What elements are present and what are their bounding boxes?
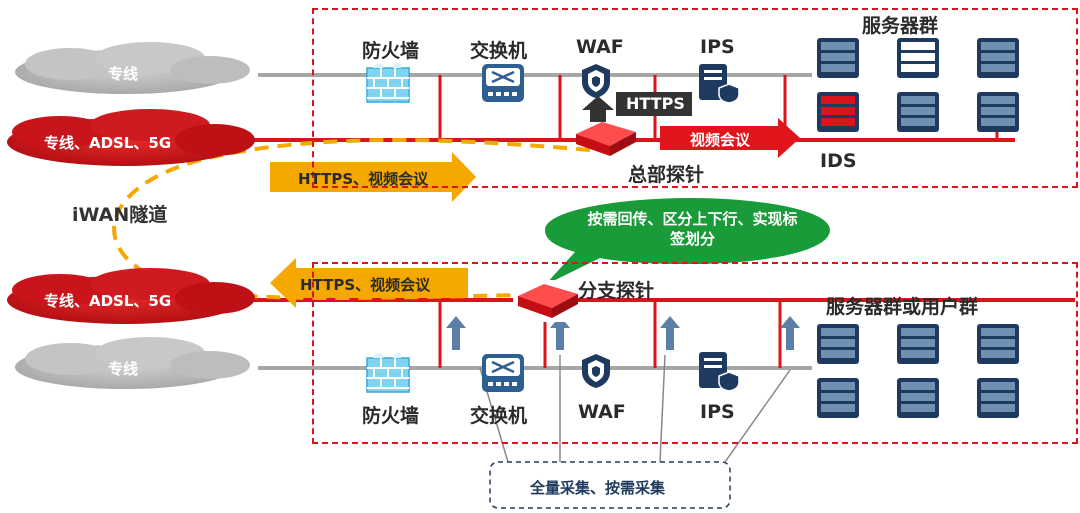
hq-ips-icon <box>699 64 740 104</box>
hq-server-group-label: 服务器群 <box>862 15 939 37</box>
hq-switch-icon <box>482 64 524 102</box>
video-arrow <box>660 118 800 158</box>
branch-red-cloud-label: 专线、ADSL、5G <box>44 292 172 310</box>
branch-waf-icon <box>582 354 610 388</box>
hq-gray-cloud-label: 专线 <box>108 65 139 83</box>
hq-gray-cloud <box>15 42 250 94</box>
hq-red-cloud <box>7 109 255 166</box>
ids-label: IDS <box>820 150 857 172</box>
hq-waf-icon <box>582 64 610 98</box>
hq-server-group-icon <box>817 38 1019 132</box>
callout-bubble <box>545 198 830 285</box>
arrow-left-orange <box>270 258 468 308</box>
branch-probe-icon <box>518 284 578 318</box>
hq-probe-icon <box>576 122 636 156</box>
hq-probe-label: 总部探针 <box>628 164 705 186</box>
hq-region <box>312 8 1078 188</box>
https-up-arrow <box>582 96 614 122</box>
video-arrow-label: 视频会议 <box>690 131 751 149</box>
branch-gray-cloud-label: 专线 <box>108 360 139 378</box>
hq-firewall-label: 防火墙 <box>362 40 420 62</box>
branch-region <box>312 262 1078 444</box>
arrow-left-label: HTTPS、视频会议 <box>300 276 431 294</box>
branch-firewall-icon <box>366 352 410 393</box>
hq-red-cloud-label: 专线、ADSL、5G <box>44 134 172 152</box>
branch-red-cloud <box>7 268 255 324</box>
hq-waf-label: WAF <box>576 36 624 58</box>
branch-switch-icon <box>482 354 524 392</box>
server-rack <box>817 38 859 78</box>
branch-probe-label: 分支探针 <box>578 280 655 302</box>
branch-firewall-label: 防火墙 <box>362 405 420 427</box>
branch-waf-label: WAF <box>578 401 626 423</box>
branch-ips-icon <box>699 352 740 392</box>
collect-label: 全量采集、按需采集 <box>530 479 666 497</box>
hq-switch-label: 交换机 <box>470 40 528 62</box>
branch-server-group-label: 服务器群或用户群 <box>826 296 979 318</box>
collect-box <box>489 461 731 509</box>
https-badge <box>616 92 692 116</box>
branch-gray-cloud <box>15 337 250 389</box>
arrow-right-orange <box>270 152 476 202</box>
branch-server-group-icon <box>817 324 1019 418</box>
iwan-tunnel-label: iWAN隧道 <box>72 204 168 226</box>
callout-text: 按需回传、区分上下行、实现标签划分 <box>587 210 798 248</box>
branch-switch-label: 交换机 <box>470 405 528 427</box>
hq-ips-label: IPS <box>700 36 735 58</box>
https-badge-label: HTTPS <box>626 94 685 113</box>
hq-firewall-icon <box>366 62 410 103</box>
branch-ips-label: IPS <box>700 401 735 423</box>
arrow-right-label: HTTPS、视频会议 <box>298 170 429 188</box>
